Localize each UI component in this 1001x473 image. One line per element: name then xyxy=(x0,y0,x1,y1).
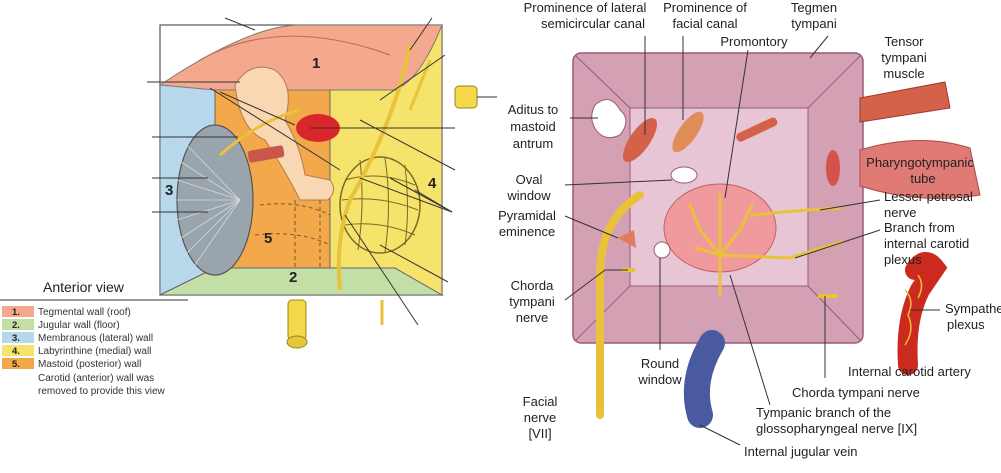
label-sympathetic-line2: plexus xyxy=(947,317,985,332)
label-prom-facial-line2: facial canal xyxy=(672,16,737,31)
label-aditus-line3: antrum xyxy=(513,136,553,151)
label-pyramidal-line1: Pyramidal xyxy=(498,208,556,223)
legend-num-2: 2. xyxy=(12,320,20,331)
label-facial-line1: Facial xyxy=(523,394,558,409)
legend-num-1: 1. xyxy=(12,307,20,318)
label-chorda-tympani-nerve: Chorda tympani nerve xyxy=(792,385,920,400)
label-aditus-line1: Aditus to xyxy=(508,102,559,117)
label-tensor-line3: muscle xyxy=(883,66,924,81)
legend-num-3: 3. xyxy=(12,333,20,344)
label-lesser-petrosal-line2: nerve xyxy=(884,205,917,220)
label-branch-ic-line3: plexus xyxy=(884,252,922,267)
label-pharyngo-line1: Pharyngotympanic xyxy=(866,155,974,170)
legend-text-posterior: Mastoid (posterior) wall xyxy=(38,359,141,370)
label-chorda-line2: tympani xyxy=(509,294,555,309)
label-lesser-petrosal-line1: Lesser petrosal xyxy=(884,189,973,204)
label-promontory: Promontory xyxy=(720,34,788,49)
label-tympanic-branch-line2: glossopharyngeal nerve [IX] xyxy=(756,421,917,436)
label-oval-line1: Oval xyxy=(516,172,543,187)
internal-carotid-artery xyxy=(897,252,948,375)
wall-number-5: 5 xyxy=(264,230,272,247)
legend-num-5: 5. xyxy=(12,359,20,370)
label-tympanic-branch-line1: Tympanic branch of the xyxy=(756,405,891,420)
legend: 1. 2. 3. 4. 5. Tegmental wall (roof) Jug… xyxy=(2,306,166,397)
label-sympathetic-line1: Sympathetic xyxy=(945,301,1001,316)
label-internal-carotid-artery: Internal carotid artery xyxy=(848,364,971,379)
labyrinth-network xyxy=(339,156,421,254)
wall-number-4: 4 xyxy=(428,175,437,192)
label-chorda-line3: nerve xyxy=(516,310,549,325)
legend-note-line1: Carotid (anterior) wall was xyxy=(38,373,154,384)
legend-text-medial: Labyrinthine (medial) wall xyxy=(38,346,151,357)
label-chorda-line1: Chorda xyxy=(511,278,554,293)
legend-text-roof: Tegmental wall (roof) xyxy=(38,307,131,318)
label-prom-facial-line1: Prominence of xyxy=(663,0,747,15)
label-tensor-line1: Tensor xyxy=(884,34,924,49)
label-round-line1: Round xyxy=(641,356,679,371)
label-branch-ic-line1: Branch from xyxy=(884,220,955,235)
label-branch-ic-line2: internal carotid xyxy=(884,236,969,251)
anterior-view-caption: Anterior view xyxy=(43,279,125,295)
label-internal-jugular-vein: Internal jugular vein xyxy=(744,444,857,459)
label-aditus-line2: mastoid xyxy=(510,119,556,134)
right-labels: Prominence of lateral semicircular canal… xyxy=(498,0,1001,459)
label-tegmen-line1: Tegmen xyxy=(791,0,837,15)
wall-number-3: 3 xyxy=(165,182,173,199)
label-round-line2: window xyxy=(637,372,682,387)
left-anterior-view-illustration: 1 2 3 4 5 xyxy=(147,17,497,349)
wall-number-2: 2 xyxy=(289,269,297,286)
label-pyramidal-line2: eminence xyxy=(499,224,555,239)
right-middle-ear-box-illustration xyxy=(564,35,981,446)
label-tegmen-line2: tympani xyxy=(791,16,837,31)
pharyngotympanic-tube xyxy=(859,139,981,199)
legend-text-floor: Jugular wall (floor) xyxy=(38,320,120,331)
label-facial-line2: nerve xyxy=(524,410,557,425)
label-pharyngo-line2: tube xyxy=(910,171,935,186)
legend-num-4: 4. xyxy=(12,346,20,357)
label-tensor-line2: tympani xyxy=(881,50,927,65)
label-prom-lateral-line2: semicircular canal xyxy=(541,16,645,31)
internal-jugular-vein xyxy=(683,330,725,428)
label-prom-lateral-line1: Prominence of lateral xyxy=(524,0,647,15)
tensor-tympani-muscle xyxy=(859,81,951,123)
ossicles xyxy=(234,66,334,201)
legend-note-line2: removed to provide this view xyxy=(38,386,166,397)
wall-number-1: 1 xyxy=(312,55,320,72)
label-facial-line3: [VII] xyxy=(528,426,551,441)
label-oval-line2: window xyxy=(506,188,551,203)
legend-text-lateral: Membranous (lateral) wall xyxy=(38,333,153,344)
